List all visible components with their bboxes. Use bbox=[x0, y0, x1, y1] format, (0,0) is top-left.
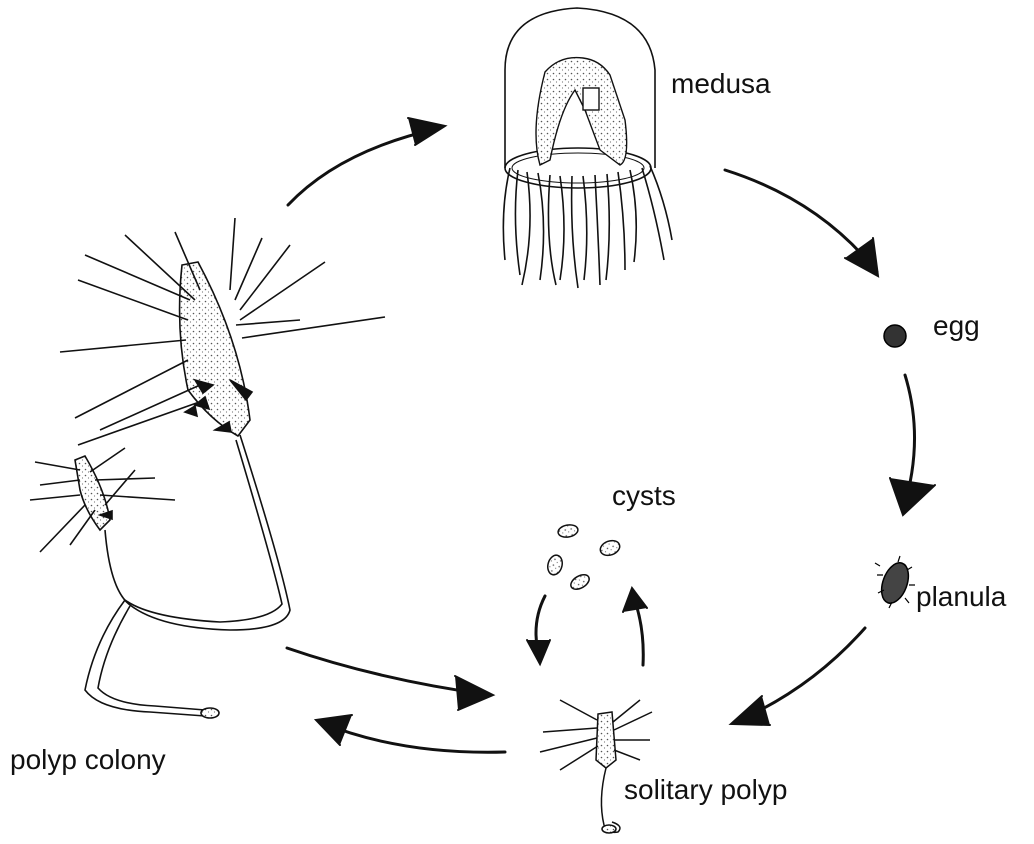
egg-drawing bbox=[884, 325, 906, 347]
label-polyp-colony: polyp colony bbox=[10, 746, 166, 774]
arrows bbox=[287, 118, 935, 752]
label-egg: egg bbox=[933, 312, 980, 340]
polyp-colony-drawing bbox=[30, 218, 385, 718]
label-planula: planula bbox=[916, 583, 1006, 611]
label-solitary-polyp: solitary polyp bbox=[624, 776, 787, 804]
label-cysts: cysts bbox=[612, 482, 676, 510]
label-medusa: medusa bbox=[671, 70, 771, 98]
cysts-drawing bbox=[546, 523, 622, 592]
arrow-solitary-to-colony bbox=[320, 722, 505, 752]
planula-drawing bbox=[875, 556, 915, 608]
solitary-polyp-drawing bbox=[540, 700, 652, 833]
medusa-drawing bbox=[503, 8, 672, 288]
